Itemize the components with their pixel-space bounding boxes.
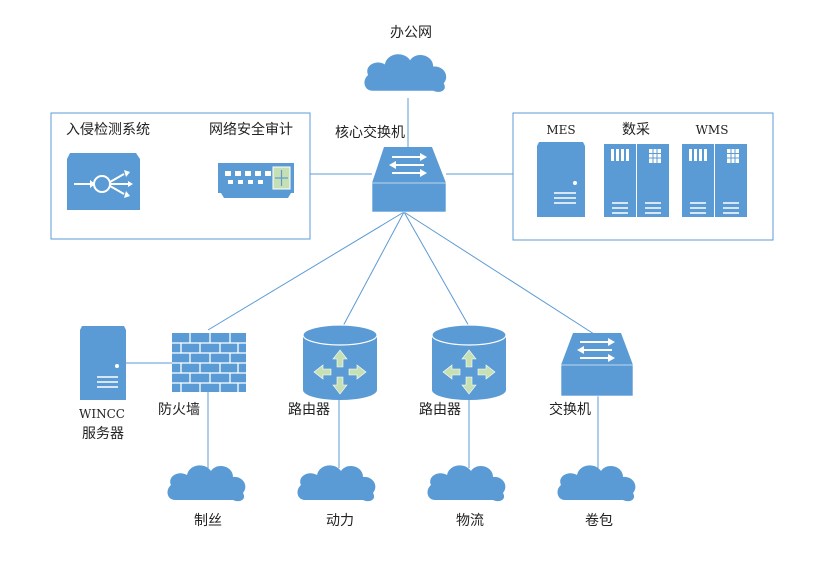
core-switch-label: 核心交换机 (335, 124, 405, 141)
wincc-label-line2: 服务器 (82, 426, 124, 442)
wincc-server-icon (80, 326, 126, 400)
juanbao-cloud-icon (557, 465, 636, 502)
mes-label: MES (546, 123, 575, 137)
security-group-box (50, 112, 311, 240)
router-2-label: 路由器 (419, 402, 461, 418)
link-core-router1 (341, 211, 405, 329)
data-collect-server-icon (604, 144, 669, 217)
link-core-firewall (207, 211, 405, 331)
intrusion-detection-icon (67, 153, 140, 210)
servers-group-box (512, 112, 774, 241)
access-switch-icon (560, 333, 634, 397)
router-1-icon (302, 324, 378, 400)
dongli-cloud-icon (297, 465, 376, 502)
audit-label: 网络安全审计 (209, 121, 293, 138)
firewall-icon (172, 333, 246, 392)
zhisi-cloud-icon (167, 465, 246, 502)
zhisi-label: 制丝 (194, 513, 222, 529)
router-1-label: 路由器 (288, 402, 330, 418)
ids-label: 入侵检测系统 (66, 121, 150, 138)
router-2-icon (431, 324, 507, 400)
wuliu-cloud-icon (427, 465, 506, 502)
link-core-switch (403, 211, 595, 335)
switch-label: 交换机 (549, 401, 591, 418)
wuliu-label: 物流 (456, 513, 484, 529)
firewall-label: 防火墙 (158, 402, 200, 418)
mes-server-icon (537, 142, 585, 217)
office-network-label: 办公网 (390, 25, 432, 41)
juanbao-label: 卷包 (585, 513, 613, 529)
link-core-router2 (403, 211, 471, 329)
dongli-label: 动力 (326, 513, 354, 529)
office-network-cloud-icon (364, 54, 447, 92)
data-collect-label: 数采 (622, 122, 650, 138)
connection-lines (126, 98, 599, 468)
core-switch-icon (371, 147, 447, 213)
wms-server-icon (682, 144, 747, 217)
wincc-label-line1: WINCC (79, 407, 125, 421)
wms-label: WMS (696, 123, 729, 137)
audit-device-icon (218, 163, 294, 198)
